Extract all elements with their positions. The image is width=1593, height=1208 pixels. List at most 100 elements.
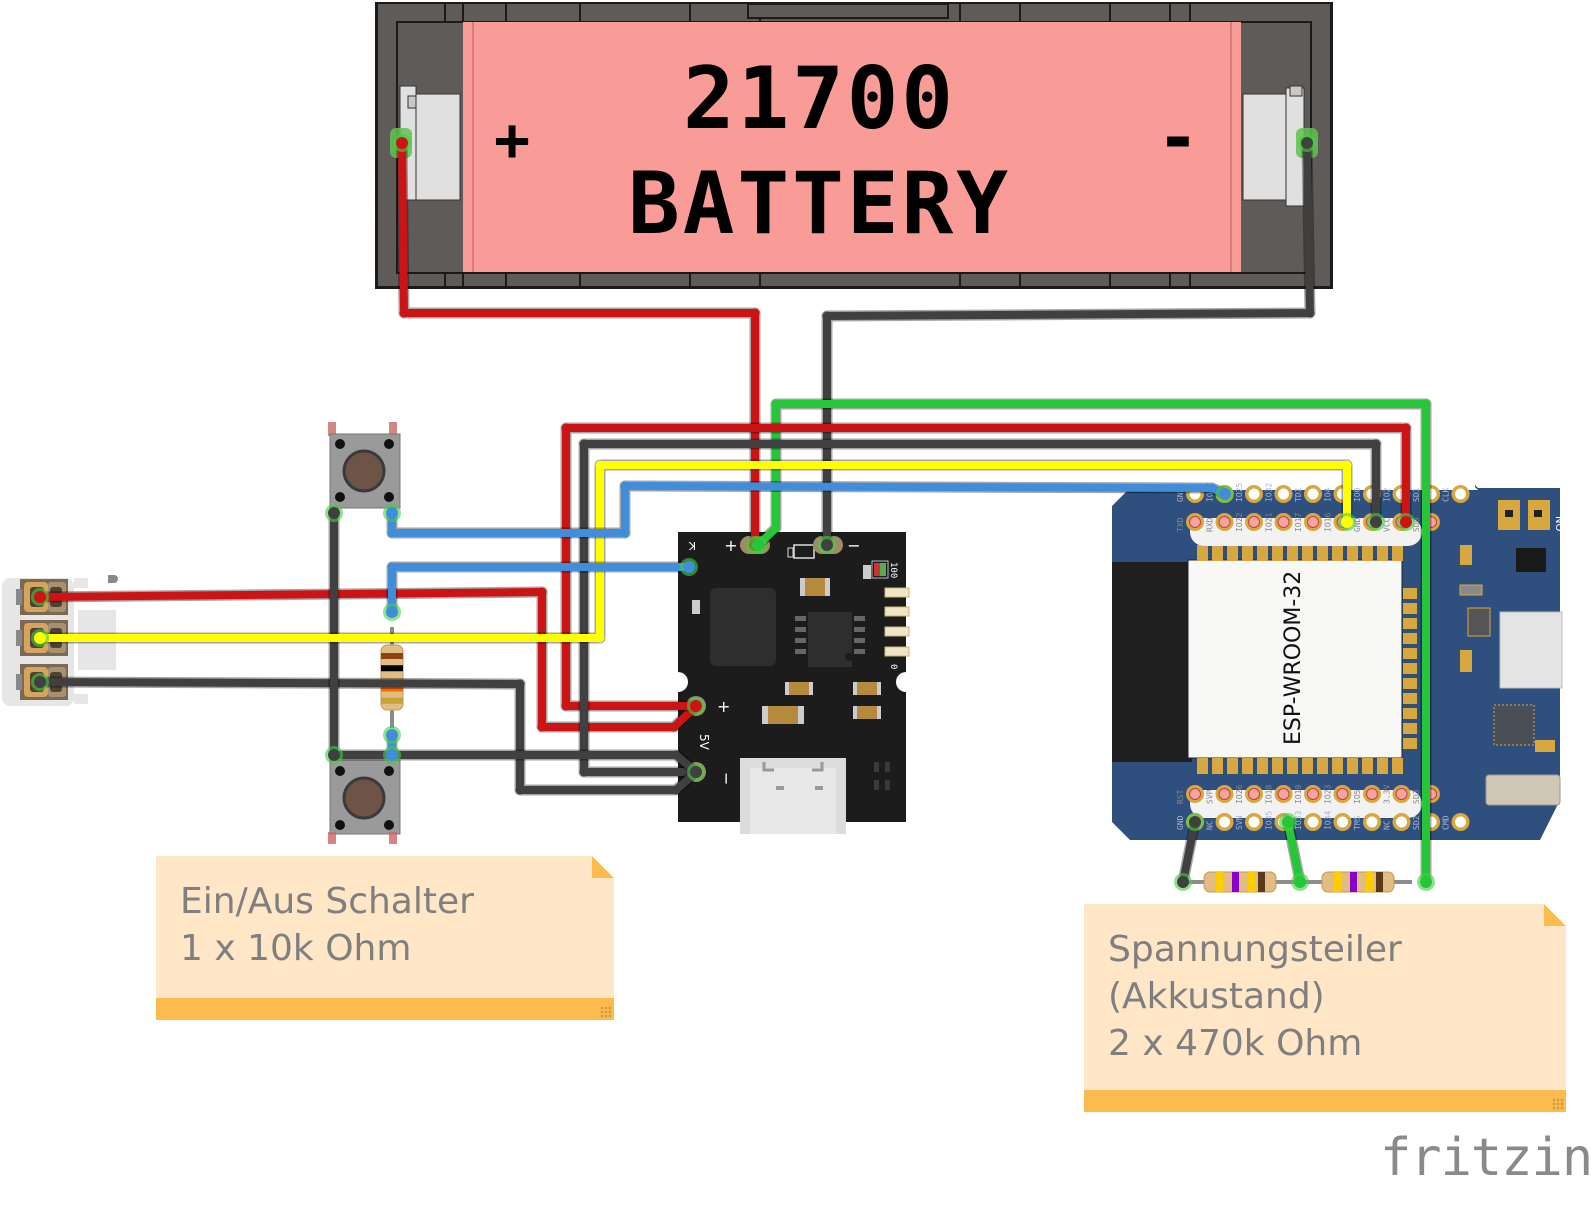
esp-pin-label: SD3 [1412, 789, 1421, 804]
wire-bendpoint[interactable] [1401, 423, 1411, 433]
wire-bendpoint[interactable] [579, 767, 589, 777]
note-voltage-divider[interactable]: Spannungsteiler (Akkustand) 2 x 470k Ohm [1084, 904, 1566, 1112]
wire-bendpoint[interactable] [561, 423, 571, 433]
wire-bendpoint[interactable] [579, 439, 589, 449]
battery-minus-sign: - [1157, 97, 1199, 179]
module-pad [1197, 758, 1208, 774]
resistor-10k[interactable] [380, 627, 404, 728]
wire-bendpoint[interactable] [620, 481, 630, 491]
resistor-band [381, 685, 403, 692]
wire-bendpoint[interactable] [1371, 439, 1381, 449]
module-pad [1317, 545, 1328, 561]
pin-hole [1455, 816, 1466, 828]
module-pad [1403, 603, 1417, 614]
battery-holder[interactable]: + - 21700 BATTERY [375, 2, 1333, 289]
wire-bendpoint[interactable] [671, 750, 681, 760]
connector-dot [1219, 488, 1231, 500]
connector-dot [386, 507, 398, 519]
wire-bendpoint[interactable] [750, 308, 760, 318]
pin-hole [1307, 488, 1319, 500]
pin-hole [1307, 816, 1319, 828]
note-corner [1544, 904, 1566, 926]
pin-hole [1455, 488, 1466, 500]
esp-pin-label: SVN [1235, 815, 1244, 830]
wire-bendpoint[interactable] [399, 308, 409, 318]
esp-pin-label: NC [1206, 820, 1215, 830]
module-pad [1227, 545, 1238, 561]
wire-bendpoint[interactable] [822, 311, 832, 321]
module-pad [1332, 545, 1343, 561]
connector-dot [328, 749, 340, 761]
wire-bendpoint[interactable] [1342, 460, 1352, 470]
resistor-band [1216, 872, 1223, 892]
pin-hole [1307, 516, 1319, 528]
wire-bendpoint[interactable] [669, 722, 679, 732]
wire-bendpoint[interactable] [595, 633, 605, 643]
module-pad [1257, 545, 1268, 561]
module-pad [1212, 758, 1223, 774]
module-pad [1362, 758, 1373, 774]
wire-bendpoint[interactable] [515, 679, 525, 689]
esp-pin-label: 3.3V [1383, 785, 1392, 804]
module-pad [1302, 545, 1313, 561]
wire-jst-gnd[interactable] [34, 676, 702, 796]
esp-pin-label: CLK [1442, 487, 1451, 502]
resistor-band [1350, 872, 1357, 892]
wire-bendpoint[interactable] [771, 399, 781, 409]
module-pad [1392, 545, 1403, 561]
esp-wroom-module [1187, 559, 1403, 759]
wire-io27-top[interactable] [386, 480, 1231, 539]
wire-bendpoint[interactable] [1207, 483, 1217, 493]
note-switch[interactable]: Ein/Aus Schalter 1 x 10k Ohm [156, 856, 614, 1020]
resistor-band [1334, 872, 1341, 892]
module-pad [1403, 618, 1417, 629]
esp-pin-label: IO34 [1324, 811, 1333, 830]
wire-bendpoint[interactable] [561, 701, 571, 711]
note-resize-handle[interactable] [600, 1006, 612, 1018]
connector-dot [1341, 516, 1353, 528]
module-pad [1332, 758, 1343, 774]
connector-dot [1177, 876, 1189, 888]
esp-pin-label: IO27 [1206, 483, 1215, 502]
usb-c-port[interactable] [740, 758, 846, 834]
connector-dot [386, 606, 398, 618]
wire-bendpoint[interactable] [1421, 399, 1431, 409]
wire-bendpoint[interactable] [537, 587, 547, 597]
wire-bendpoint[interactable] [387, 528, 397, 538]
resistor-band [1248, 872, 1255, 892]
resistor-470k-1[interactable] [1186, 871, 1294, 893]
connector-dot [386, 749, 398, 761]
wire-bendpoint[interactable] [515, 785, 525, 795]
esp-module-label: ESP-WROOM-32 [1281, 571, 1306, 745]
wire-bendpoint[interactable] [771, 523, 781, 533]
note-resize-handle[interactable] [1552, 1098, 1564, 1110]
module-pad [1347, 545, 1358, 561]
wire-bendpoint[interactable] [387, 562, 397, 572]
esp-pin-label: GND [1176, 815, 1185, 830]
connector-dot [690, 700, 702, 712]
module-pad [1377, 545, 1388, 561]
charger-module[interactable]: + − + − 5V K 100 0 [668, 532, 916, 834]
resistor-band [1376, 872, 1383, 892]
wire-bendpoint[interactable] [537, 722, 547, 732]
esp-pin-label: NC [1383, 820, 1392, 830]
resistor-band [1258, 872, 1265, 892]
module-pad [1257, 758, 1268, 774]
pin-hole [1248, 788, 1260, 800]
resistor-470k-2[interactable] [1304, 871, 1412, 893]
wire-bendpoint[interactable] [595, 460, 605, 470]
esp-pin-label: IO18 [1265, 785, 1274, 804]
connector-dot [690, 766, 702, 778]
pin-hole [1248, 816, 1260, 828]
connector-dot [1294, 876, 1306, 888]
smd-capacitor [762, 578, 881, 724]
esp-pin-label: RST [1176, 789, 1185, 804]
connector-dot [386, 729, 398, 741]
push-button-top[interactable] [328, 422, 401, 509]
battery-label-name: BATTERY [628, 154, 1008, 254]
wire-bendpoint[interactable] [620, 528, 630, 538]
wire-bendpoint[interactable] [671, 785, 681, 795]
push-button-bottom[interactable] [328, 759, 401, 844]
wire-bendpoint[interactable] [1305, 308, 1315, 318]
